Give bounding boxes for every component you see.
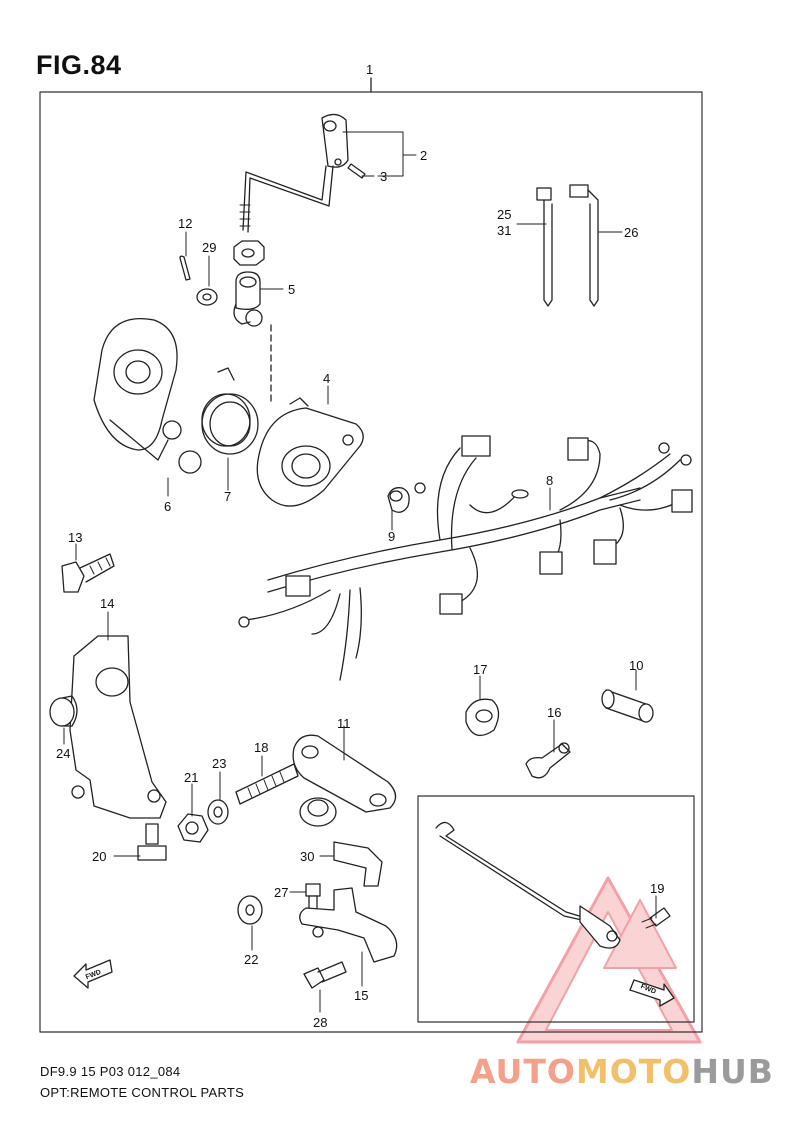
part-26-cable-tie [569,184,599,307]
part-23-washer [207,799,229,825]
callout-30: 30 [300,849,314,864]
part-29-washer [196,288,218,306]
part-2-control-rod [239,113,349,233]
callout-24: 24 [56,746,70,761]
part-30-bracket [333,841,383,887]
part-17-clip [465,698,500,737]
part-16-connector [525,742,571,779]
callout-8: 8 [546,473,553,488]
callout-29: 29 [202,240,216,255]
callout-14: 14 [100,596,114,611]
part-4-housing [256,397,364,507]
part-5-joint [233,240,265,327]
callout-7: 7 [224,489,231,504]
callout-19: 19 [650,881,664,896]
callout-26: 26 [624,225,638,240]
callout-4: 4 [323,371,330,386]
callout-labels: 1 2 3 4 5 6 7 8 9 10 11 12 13 14 15 16 1… [56,62,664,1030]
part-7-spring [201,367,259,455]
callout-22: 22 [244,952,258,967]
callout-28: 28 [313,1015,327,1030]
callout-12: 12 [178,216,192,231]
callout-2: 2 [420,148,427,163]
brand-part-auto: AUTO [470,1052,576,1091]
leader-lines [63,131,657,1013]
watermark-logo [516,876,702,1044]
callout-15: 15 [354,988,368,1003]
brand-part-moto: MOTO [575,1052,692,1091]
part-11-plate [292,734,397,827]
callout-17: 17 [473,662,487,677]
part-24-bushing [49,695,78,727]
callout-5: 5 [288,282,295,297]
callout-10: 10 [629,658,643,673]
callout-1: 1 [366,62,373,77]
callout-3: 3 [380,169,387,184]
inset-frame [417,795,695,1023]
callout-27: 27 [274,885,288,900]
callout-16: 16 [547,705,561,720]
part-9-grommet [387,487,410,513]
figure-description: OPT:REMOTE CONTROL PARTS [40,1085,245,1100]
part-22-washer [237,895,263,925]
callout-31: 31 [497,223,511,238]
part-12-cotter-pin [179,255,191,281]
callout-13: 13 [68,530,82,545]
callout-23: 23 [212,756,226,771]
part-19-screw [641,907,671,929]
part-15-bracket [299,887,398,963]
part-3-pin [347,163,366,179]
part-10-spacer [601,689,654,723]
callout-18: 18 [254,740,268,755]
callout-25: 25 [497,207,511,222]
part-20-bolt [137,823,167,861]
callout-20: 20 [92,849,106,864]
part-21-nut [177,813,209,843]
callout-11: 11 [337,716,351,731]
part-13-bolt [61,553,115,593]
callout-21: 21 [184,770,198,785]
part-14-bracket [69,635,167,819]
callout-6: 6 [164,499,171,514]
part-25-31-cable-tie [536,187,553,307]
part-18-stud [235,763,299,805]
watermark-brand-text: AUTOMOTOHUB [470,1052,774,1091]
inset-rod [435,821,621,949]
fwd-arrow-inset [629,979,675,1007]
callout-9: 9 [388,529,395,544]
figure-title: FIG.84 [36,50,122,80]
fwd-arrow-main [73,959,113,989]
part-28-bolt [303,961,347,989]
part-8-wiring-harness [238,435,693,681]
part-6-cam-bracket [93,318,202,474]
brand-part-hub: HUB [691,1052,774,1091]
model-code: DF9.9 15 P03 012_084 [40,1064,181,1079]
